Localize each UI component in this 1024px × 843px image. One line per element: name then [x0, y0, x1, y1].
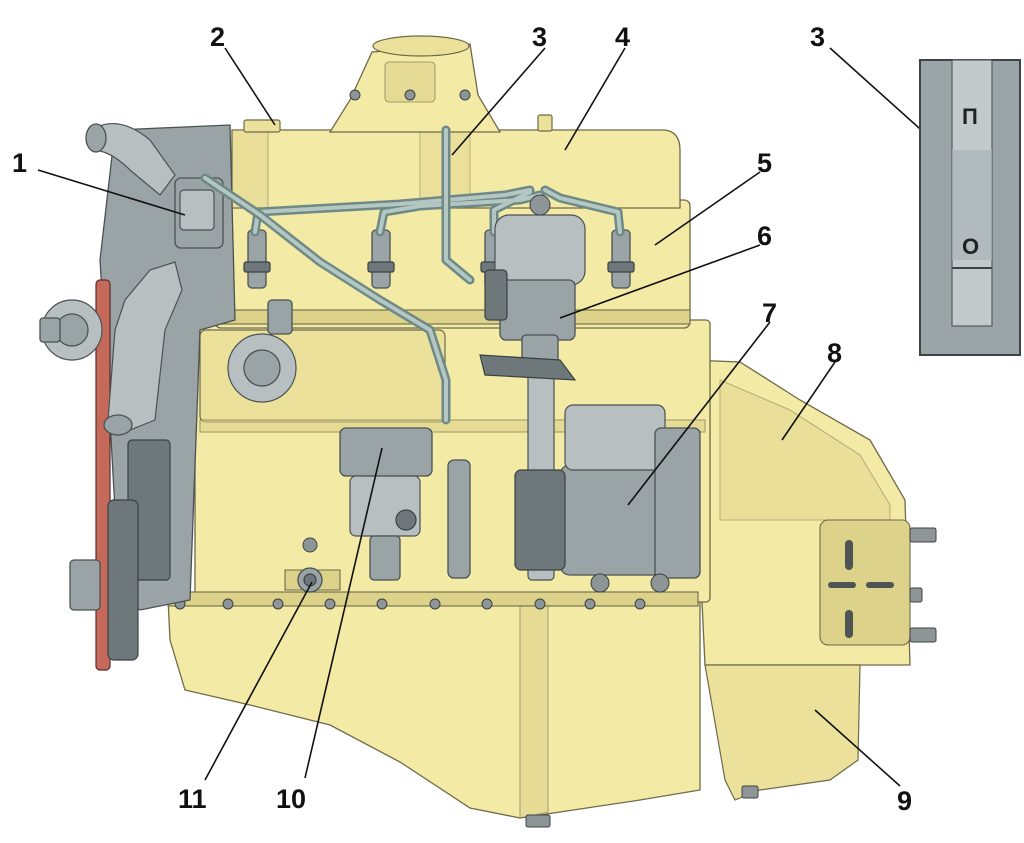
oil-pan: [167, 597, 701, 828]
inset-callout-3: 3: [810, 22, 825, 52]
fuel-pump: [339, 427, 433, 581]
leader-line-3: [451, 47, 546, 156]
callout-9: 9: [897, 786, 912, 816]
leader-line-10: [304, 447, 383, 779]
callout-7: 7: [762, 298, 777, 328]
leader-line-5: [654, 171, 761, 246]
callout-2: 2: [210, 22, 225, 52]
upper-radiator-hose: [85, 122, 176, 196]
lower-mark-letter: О: [962, 234, 979, 259]
leader-line-4: [564, 47, 626, 151]
dipstick-inset: 3 П О: [810, 22, 1021, 356]
leader-line-1: [37, 169, 186, 216]
starter-motor: [514, 404, 701, 593]
oil-dipstick-tube: [441, 125, 475, 579]
callout-1: 1: [12, 148, 27, 178]
leader-line-7: [627, 321, 771, 506]
oil-pan-bolts: [174, 598, 646, 610]
callout-labels: 1 2 3 4 5 6 7 8 9 10 11: [12, 22, 912, 816]
callout-3: 3: [532, 22, 547, 52]
lower-radiator-hose: [103, 261, 183, 436]
leader-line-6: [559, 244, 761, 319]
leader-line-11: [204, 581, 313, 781]
ignition-wires: [250, 185, 625, 237]
callout-6: 6: [757, 221, 772, 251]
leader-line-8: [781, 361, 836, 441]
spark-plug-2: [367, 229, 395, 289]
callout-4: 4: [615, 22, 630, 52]
clutch-housing: [689, 359, 937, 801]
air-inlet: [328, 35, 502, 133]
spark-plug-1: [243, 229, 271, 289]
leader-line-2: [224, 47, 276, 126]
upper-mark-letter: П: [962, 104, 978, 129]
callout-10: 10: [276, 784, 306, 814]
leader-line-9: [814, 709, 901, 787]
spark-plug-4: [607, 229, 635, 289]
crankshaft-pulley: [69, 279, 139, 671]
water-pump: [39, 299, 103, 361]
thermostat-housing: [174, 177, 224, 249]
crankcase-vent-hose: [200, 173, 451, 425]
callout-5: 5: [757, 148, 772, 178]
callout-11: 11: [178, 784, 207, 814]
leader-lines: [37, 47, 969, 787]
oil-pump-drive: [227, 299, 297, 403]
callout-8: 8: [827, 338, 842, 368]
oil-drain-plug-boss: [284, 537, 341, 593]
